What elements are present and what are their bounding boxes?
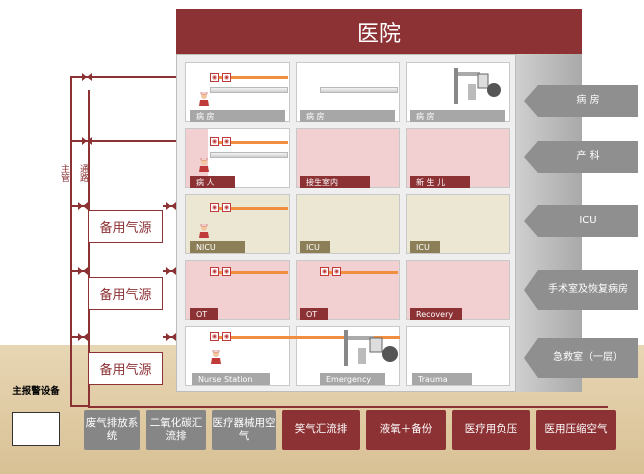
medical-arm-icon	[454, 68, 501, 104]
pink-zone	[186, 129, 208, 187]
branch-pipe-label: 通路	[78, 164, 88, 182]
room-label: 病 房	[410, 110, 505, 122]
backup-gas-source: 备用气源	[88, 352, 163, 385]
source-exhaust-system: 废气排放系统	[84, 410, 140, 450]
valve-icon	[166, 333, 176, 341]
gas-line	[320, 271, 398, 274]
bottom-manifold-pipe	[88, 406, 608, 408]
outlet-icon: ◉	[222, 332, 231, 341]
outlet-icon: ◉	[222, 267, 231, 276]
outlet-icon: ◉	[210, 73, 219, 82]
source-compressed-air: 医用压缩空气	[536, 410, 616, 450]
valve-icon	[82, 137, 92, 145]
room-label: 病 人	[190, 176, 235, 188]
side-arrow-icu: ICU	[524, 205, 638, 237]
source-nitrous-manifold: 笑气汇流排	[282, 410, 360, 450]
alarm-box	[12, 412, 60, 446]
valve-icon	[166, 202, 176, 210]
backup-gas-source: 备用气源	[88, 277, 163, 310]
nurse-icon	[199, 224, 209, 238]
valve-icon	[166, 267, 176, 275]
side-arrow-ward: 病 房	[524, 85, 638, 117]
gas-line	[210, 271, 288, 274]
valve-icon	[78, 333, 88, 341]
outlet-icon: ◉	[332, 267, 341, 276]
alarm-label: 主报警设备	[12, 386, 60, 397]
source-co2-manifold: 二氧化碳汇流排	[146, 410, 206, 450]
hospital-roof-title: 医院	[176, 9, 582, 54]
room-label: Emergency	[320, 373, 385, 385]
main-pipe-vertical	[70, 77, 72, 407]
backup-gas-source: 备用气源	[88, 210, 163, 243]
room-label: 接生室内	[300, 176, 370, 188]
outlet-icon: ◉	[210, 137, 219, 146]
room-label: ICU	[410, 241, 440, 253]
room-label: OT	[300, 308, 328, 320]
bed-head-unit	[210, 152, 288, 158]
outlet-icon: ◉	[222, 137, 231, 146]
room-label: 病 房	[190, 110, 285, 122]
building-side-wall	[516, 9, 582, 392]
bed-head-unit	[320, 87, 398, 93]
gas-line	[210, 141, 288, 144]
room-label: OT	[190, 308, 218, 320]
branch-pipe-vertical	[88, 90, 90, 408]
pipe-bottom	[70, 405, 88, 407]
outlet-icon: ◉	[210, 203, 219, 212]
room-label: 病 房	[300, 110, 395, 122]
pipe-floor-2	[70, 140, 180, 142]
nurse-icon	[199, 158, 209, 172]
room-label: 新 生 儿	[410, 176, 470, 188]
side-arrow-emergency: 急救室（一层）	[524, 338, 638, 378]
side-arrow-obstetrics: 产 科	[524, 141, 638, 173]
main-pipe-label: 主管	[59, 164, 69, 182]
room-label: Nurse Station	[192, 373, 270, 385]
pipe-floor-1	[70, 76, 180, 78]
outlet-icon: ◉	[320, 267, 329, 276]
medical-arm-icon	[344, 330, 398, 366]
room-label: NICU	[190, 241, 245, 253]
valve-icon	[78, 202, 88, 210]
source-medical-vacuum: 医疗用负压	[452, 410, 530, 450]
outlet-icon: ◉	[210, 332, 219, 341]
source-liquid-oxygen: 液氧＋备份	[366, 410, 446, 450]
nurse-icon	[211, 350, 221, 364]
gas-line	[210, 336, 400, 339]
outlet-icon: ◉	[222, 73, 231, 82]
bed-head-unit	[210, 87, 288, 93]
gas-line	[210, 76, 288, 79]
gas-line	[210, 207, 288, 210]
room-label: ICU	[300, 241, 330, 253]
source-instrument-air: 医疗器械用空气	[212, 410, 276, 450]
outlet-icon: ◉	[222, 203, 231, 212]
valve-icon	[78, 267, 88, 275]
outlet-icon: ◉	[210, 267, 219, 276]
valve-icon	[82, 73, 92, 81]
room-label: Recovery	[410, 308, 462, 320]
nurse-icon	[199, 92, 209, 106]
side-arrow-ot: 手术室及恢复病房	[524, 270, 638, 310]
room-label: Trauma	[412, 373, 472, 385]
